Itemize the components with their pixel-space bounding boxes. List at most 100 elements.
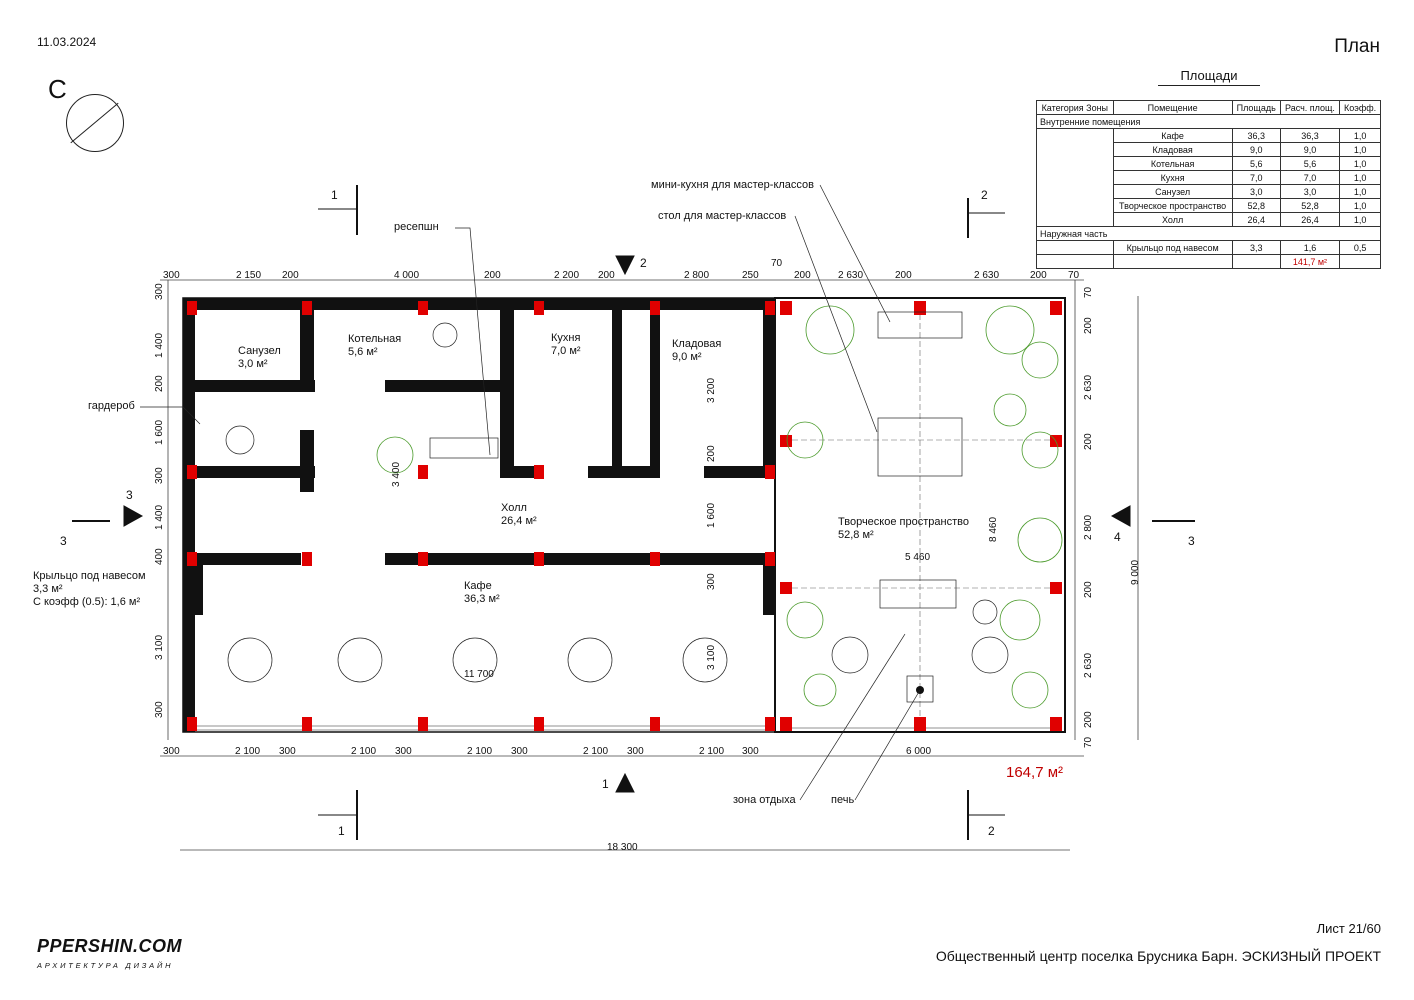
- section-label: 3: [1188, 534, 1195, 548]
- section-label: 1: [338, 824, 345, 838]
- dim-top: 300: [163, 270, 180, 281]
- section-label: 2: [640, 256, 647, 270]
- section-label: 2: [988, 824, 995, 838]
- dim-right: 2 800: [1083, 514, 1094, 540]
- dimension-lines: [160, 279, 1139, 851]
- dim-inner: 3 100: [706, 644, 717, 670]
- dim-overall-width: 18 300: [607, 842, 638, 853]
- section-label: 2: [981, 188, 988, 202]
- dim-right: 200: [1083, 433, 1094, 450]
- dim-right: 70: [1083, 286, 1094, 298]
- dim-bottom: 2 100: [583, 746, 609, 757]
- dim-top: 200: [484, 270, 501, 281]
- dim-top: 70: [1068, 270, 1080, 281]
- dim-bottom: 2 100: [467, 746, 493, 757]
- dim-left: 400: [154, 548, 165, 565]
- grid-lines: [783, 305, 1060, 720]
- callout-wardrobe: гардероб: [88, 400, 135, 412]
- dim-top: 200: [794, 270, 811, 281]
- dim-inner: 3 400: [391, 461, 402, 487]
- dim-top: 70: [771, 258, 783, 269]
- dim-bottom: 300: [627, 746, 644, 757]
- callout-reception: ресепшн: [394, 221, 439, 233]
- drawing-date: 11.03.2024: [37, 35, 97, 49]
- brand-logo: PPERSHIN.COM: [37, 936, 183, 956]
- cafe-tables: [225, 311, 1009, 703]
- dim-bottom: 300: [163, 746, 180, 757]
- areas-title: Площади: [1158, 68, 1260, 86]
- dim-top: 2 200: [554, 270, 580, 281]
- callout-mini-kitchen: мини-кухня для мастер-классов: [651, 179, 815, 191]
- north-label: С: [48, 74, 67, 104]
- leader-lines: [140, 184, 921, 801]
- dim-bottom: 6 000: [906, 746, 932, 757]
- dim-top: 200: [282, 270, 299, 281]
- section-label: 3: [60, 534, 67, 548]
- section-label: 3: [126, 488, 133, 502]
- dim-inner: 300: [706, 573, 717, 590]
- dim-inner: 200: [706, 445, 717, 462]
- dim-left: 1 600: [154, 419, 165, 445]
- dim-right: 200: [1083, 711, 1094, 728]
- section-label: 1: [331, 188, 338, 202]
- project-title: Общественный центр поселка Брусника Барн…: [935, 948, 1381, 964]
- section-label: 4: [1114, 530, 1121, 544]
- dim-bottom: 300: [279, 746, 296, 757]
- dim-bottom: 300: [511, 746, 528, 757]
- dim-left: 1 400: [154, 504, 165, 530]
- callout-table: стол для мастер-классов: [658, 210, 787, 222]
- dim-right: 2 630: [1083, 374, 1094, 400]
- dim-top: 4 000: [394, 270, 420, 281]
- dim-right: 2 630: [1083, 652, 1094, 678]
- dim-top: 2 630: [838, 270, 864, 281]
- north-arrow-icon: [66, 94, 124, 152]
- dim-top: 250: [742, 270, 759, 281]
- dim-left: 300: [154, 467, 165, 484]
- areas-total: 141,7 м²: [1279, 254, 1341, 269]
- brand-tagline: АРХИТЕКТУРА ДИЗАЙН: [37, 961, 174, 970]
- areas-table: Категория Зоны Помещение Площадь Расч. п…: [1036, 100, 1381, 269]
- total-area: 164,7 м²: [1006, 764, 1064, 781]
- callout-stove: печь: [831, 794, 855, 806]
- dim-top: 2 630: [974, 270, 1000, 281]
- dim-bottom: 2 100: [699, 746, 725, 757]
- sheet-title: План: [1334, 36, 1380, 57]
- dim-right: 200: [1083, 581, 1094, 598]
- dim-top: 2 800: [684, 270, 710, 281]
- dim-top: 200: [598, 270, 615, 281]
- dim-inner: 3 200: [706, 377, 717, 403]
- dim-left: 1 400: [154, 332, 165, 358]
- dim-inner: 1 600: [706, 502, 717, 528]
- plants: [376, 305, 1063, 709]
- dim-left: 300: [154, 283, 165, 300]
- section-label: 1: [602, 777, 609, 791]
- dim-right: 200: [1083, 317, 1094, 334]
- dim-left: 300: [154, 701, 165, 718]
- dim-bottom: 2 100: [351, 746, 377, 757]
- dim-bottom: 2 100: [235, 746, 261, 757]
- windows: [190, 725, 1060, 731]
- walls: [183, 298, 775, 732]
- sheet-number: Лист 21/60: [1316, 921, 1381, 936]
- dim-overall-height: 9 000: [1130, 559, 1141, 585]
- outer-walls: [182, 297, 1066, 733]
- dim-bottom: 300: [395, 746, 412, 757]
- section-markers: [72, 185, 1195, 840]
- dim-top: 200: [895, 270, 912, 281]
- dim-inner: 5 460: [905, 552, 931, 563]
- dim-left: 200: [154, 375, 165, 392]
- dim-inner: 11 700: [464, 669, 494, 680]
- callout-rest-zone: зона отдыха: [733, 794, 796, 806]
- dim-bottom: 300: [742, 746, 759, 757]
